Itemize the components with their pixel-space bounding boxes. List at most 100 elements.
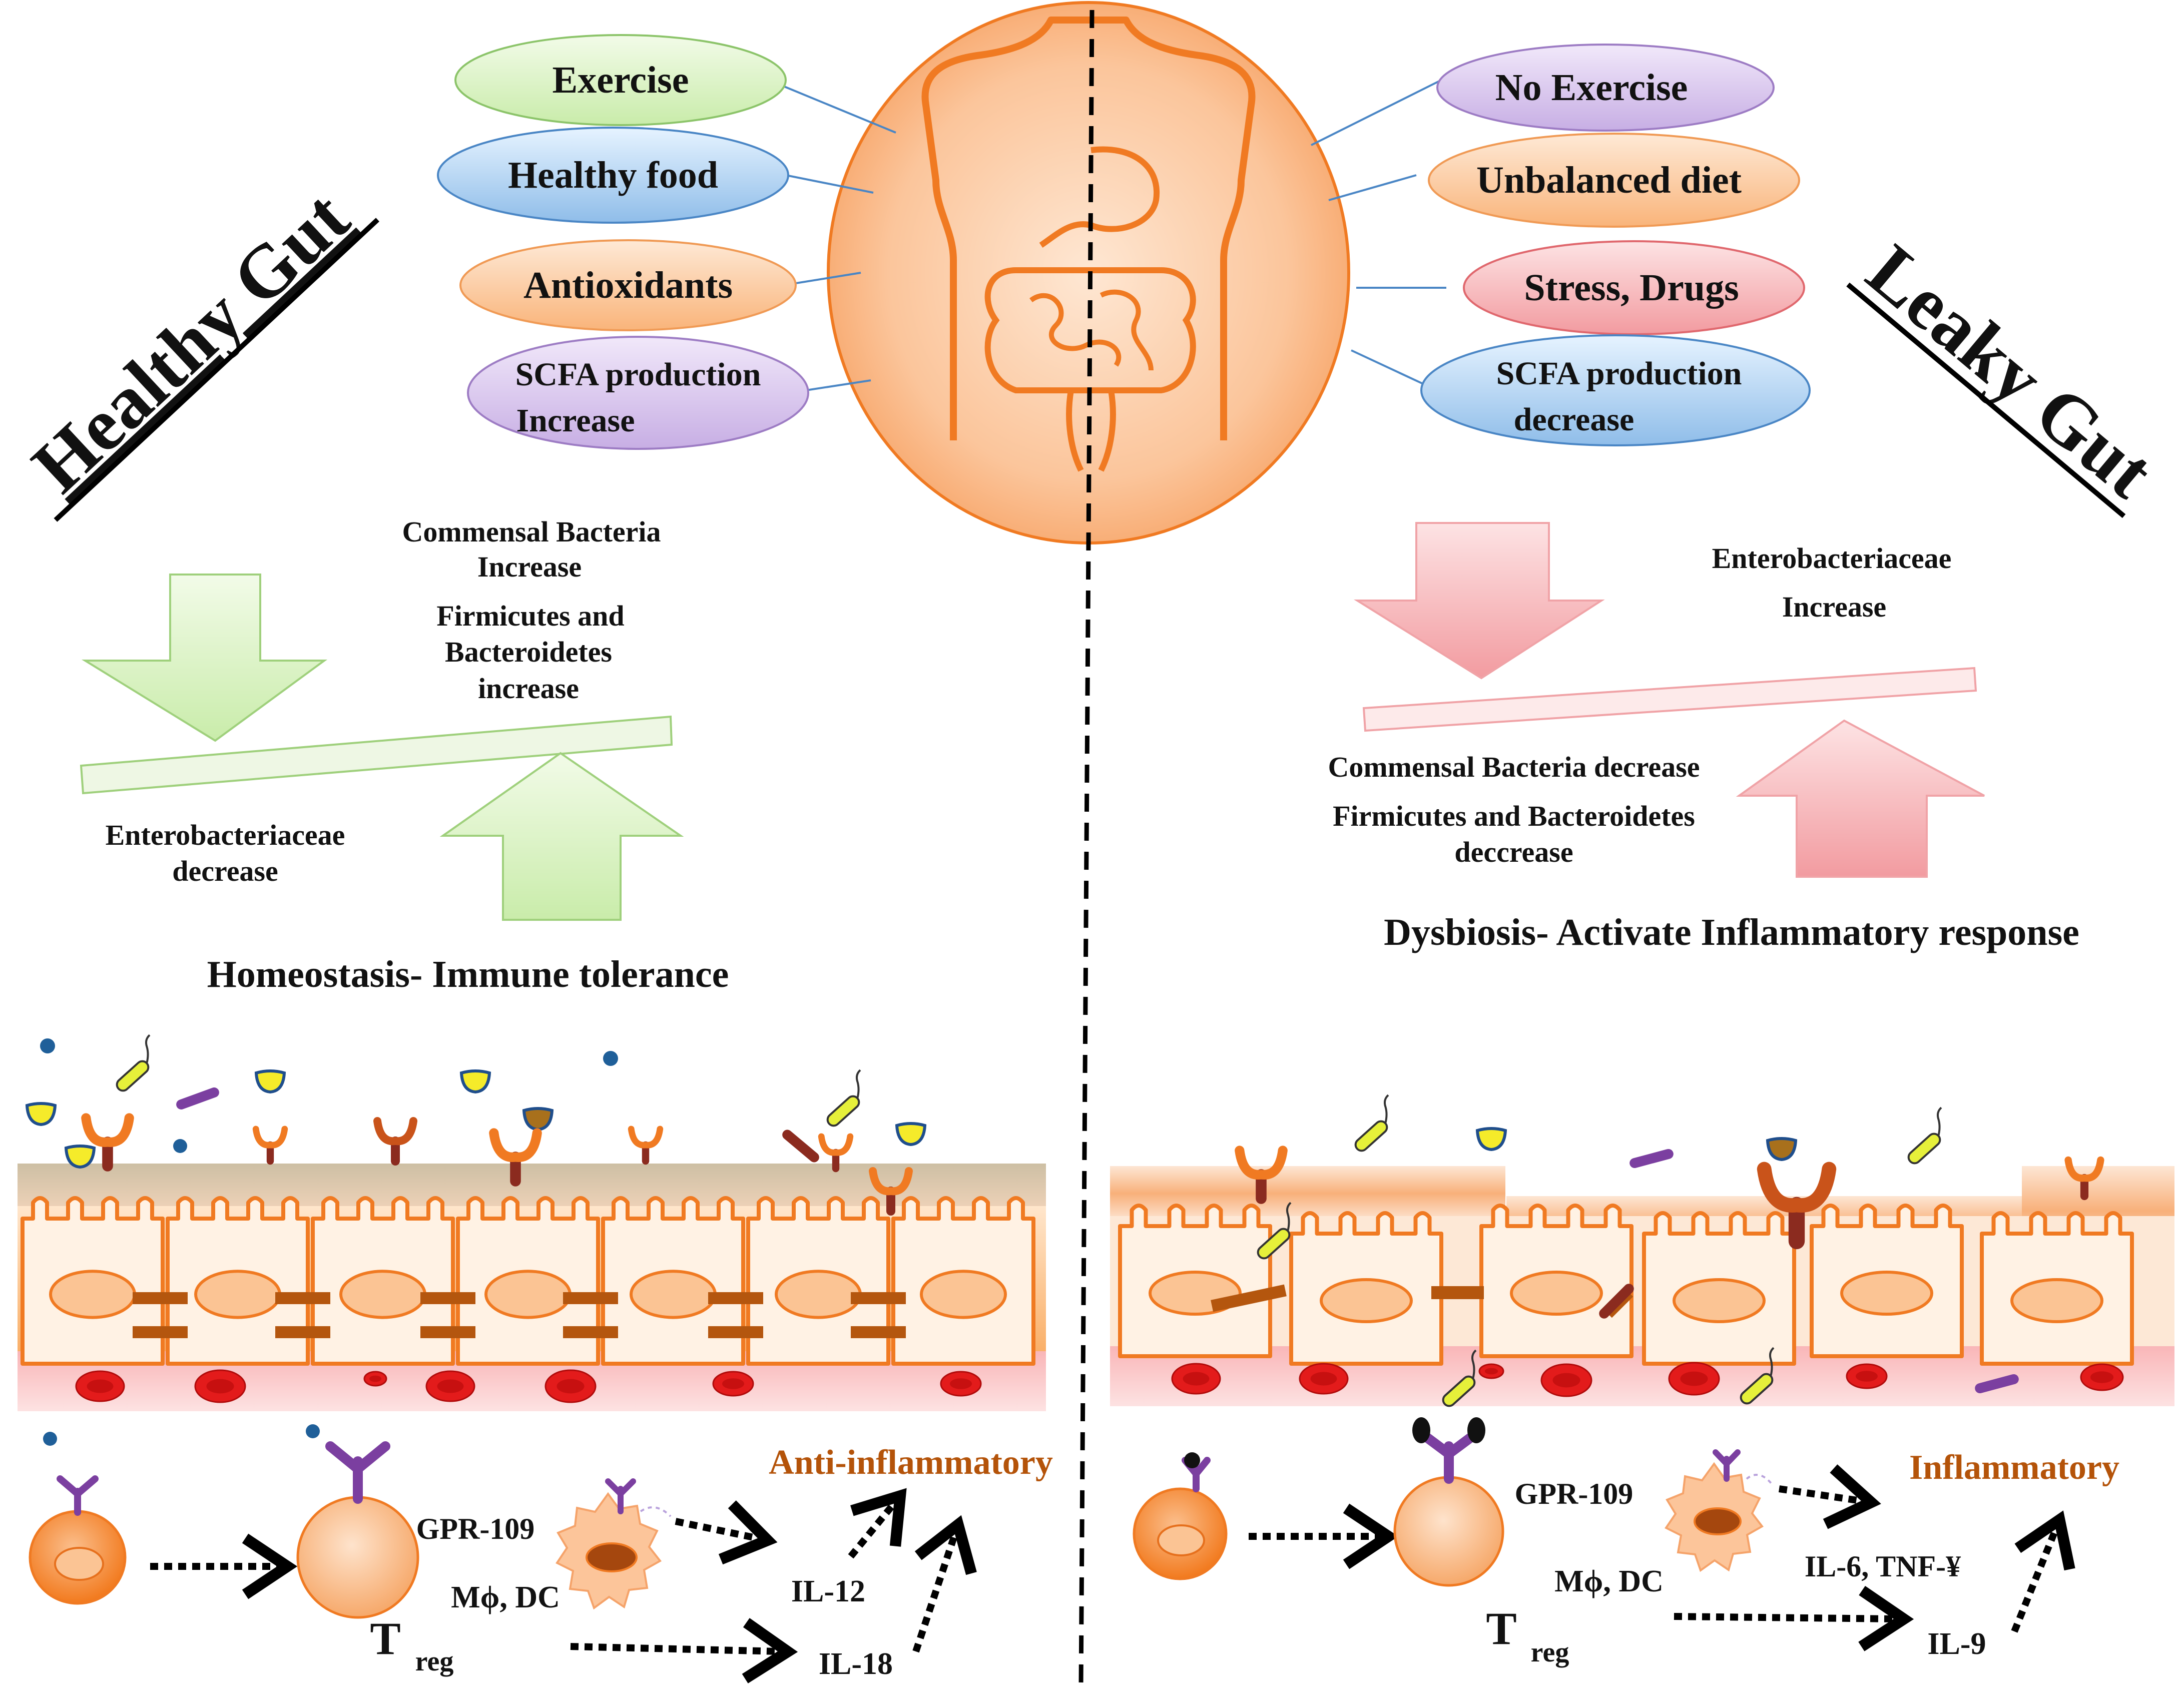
torso-outline xyxy=(921,17,1256,440)
leaky-arrow-il9-up xyxy=(2011,1510,2075,1633)
healthy-down-arrow xyxy=(81,574,328,742)
receptor-arms xyxy=(373,1117,417,1146)
red-blood-cell-center xyxy=(950,1378,972,1389)
unbalanced-diet-ellipse xyxy=(1428,133,1800,228)
rod-bacterium xyxy=(1629,1149,1674,1169)
healthy-red-blood-cells xyxy=(75,1369,982,1403)
leaky-balance-beam xyxy=(1362,667,1977,732)
healthy-treg-receptor xyxy=(325,1441,390,1504)
scfa-increase-label-1: SCFA production xyxy=(515,356,761,393)
leaky-intestinal-wall xyxy=(1110,1166,2174,1406)
center-divider xyxy=(1078,10,1095,1687)
bacterium-flagellum xyxy=(145,1034,151,1064)
rod-bacterium xyxy=(176,1087,219,1109)
leaky-epithelial-cell xyxy=(1479,1204,1633,1358)
broken-tight-junction xyxy=(1431,1286,1484,1299)
no-exercise-ellipse xyxy=(1436,44,1775,132)
tight-junction xyxy=(133,1326,188,1338)
healthy-treg-t: T xyxy=(370,1613,400,1664)
healthy-gut-title: Healthy Gut xyxy=(17,176,379,522)
bacterium-flagellum xyxy=(1937,1106,1942,1137)
scfa-increase-ellipse xyxy=(467,336,809,450)
tight-junction xyxy=(275,1326,330,1338)
leaky-up-arrow xyxy=(1736,719,1985,878)
tight-junction xyxy=(708,1326,763,1338)
healthy-orange-nucleus xyxy=(54,1547,104,1581)
bacterium-flagellum xyxy=(1471,1349,1477,1379)
leaky-outcome: Dysbiosis- Activate Inflammatory respons… xyxy=(1384,911,2079,953)
leaky-arrow-to-il9 xyxy=(1674,1585,1914,1651)
red-blood-cell-center xyxy=(1552,1373,1580,1388)
blue-dot xyxy=(40,1038,55,1053)
healthy-gut-underline xyxy=(54,218,379,522)
red-blood-cell-center xyxy=(557,1379,585,1394)
healthy-commensal-line1: Commensal Bacteria xyxy=(402,515,661,548)
broken-tight-junction xyxy=(1211,1284,1287,1312)
tight-junction xyxy=(133,1292,188,1304)
healthy-factors: Exercise Healthy food Antioxidants SCFA … xyxy=(437,34,809,450)
leaky-gut-underline xyxy=(1846,282,2126,518)
red-blood-cell-center xyxy=(1680,1371,1708,1386)
leaky-microbes-and-receptors xyxy=(1235,1094,2104,1407)
healthy-treg-cell xyxy=(296,1496,419,1619)
red-blood-cell-center xyxy=(206,1379,234,1394)
healthy-epithelial-cells xyxy=(21,1196,1035,1366)
coccus-bacterium xyxy=(895,1122,927,1147)
tight-junction xyxy=(420,1292,475,1304)
leaky-epithelial-cell xyxy=(1289,1211,1443,1366)
red-blood-cell-center xyxy=(437,1379,464,1393)
receptor-arms xyxy=(2064,1156,2104,1182)
leaky-epithelial-cells xyxy=(1118,1204,2134,1366)
stress-drugs-label: Stress, Drugs xyxy=(1524,267,1739,309)
leaky-epithelial-cell xyxy=(1118,1204,1272,1358)
rod-bacterium xyxy=(782,1129,819,1163)
rod-bacterium xyxy=(1599,1284,1634,1319)
red-blood-cell-center xyxy=(1310,1372,1337,1386)
rod-bacterium xyxy=(1975,1374,2019,1394)
cell-nucleus xyxy=(630,1270,717,1319)
leaky-entero-line1: Enterobacteriaceae xyxy=(1712,542,1952,575)
leaky-black-blob-1 xyxy=(1184,1452,1200,1468)
red-blood-cell-center xyxy=(1856,1371,1878,1382)
leaky-il6-label: IL-6, TNF-¥ xyxy=(1805,1550,1961,1583)
blue-dot xyxy=(603,1051,618,1066)
leaky-epithelial-cell xyxy=(1980,1211,2134,1366)
stomach-outline xyxy=(1039,146,1160,248)
coccus-bacterium xyxy=(64,1145,96,1169)
scfa-decrease-ellipse xyxy=(1420,334,1811,446)
healthy-outcome: Homeostasis- Immune tolerance xyxy=(207,953,729,995)
leaky-gpr109-label: GPR-109 xyxy=(1515,1477,1633,1510)
healthy-epithelial-cell xyxy=(746,1196,890,1366)
coccus-bacterium xyxy=(522,1107,554,1132)
healthy-gpr109-label: GPR-109 xyxy=(416,1512,535,1545)
tight-junction xyxy=(563,1326,618,1338)
small-intestine-coils xyxy=(1029,289,1154,371)
cell-nucleus xyxy=(194,1270,281,1319)
scfa-increase-label-2: Increase xyxy=(516,402,635,439)
exercise-ellipse xyxy=(454,34,787,126)
healthy-response-label: Anti-inflammatory xyxy=(769,1443,1053,1482)
healthy-treg-sub: reg xyxy=(415,1646,454,1677)
leaky-red-blood-cells xyxy=(1171,1362,2124,1397)
unbalanced-diet-label: Unbalanced diet xyxy=(1476,159,1742,201)
healthy-mphi-label: Mϕ, DC xyxy=(451,1580,560,1614)
leaky-commensal: Commensal Bacteria decrease xyxy=(1328,751,1700,783)
healthy-epithelial-cell xyxy=(166,1196,310,1366)
leaky-balance: Enterobacteriaceae Increase Commensal Ba… xyxy=(1328,522,2079,953)
cell-nucleus xyxy=(1510,1271,1603,1316)
healthy-firmicutes-line2: Bacteroidetes xyxy=(445,636,612,668)
healthy-up-arrow xyxy=(439,752,684,921)
leaky-il9-label: IL-9 xyxy=(1927,1627,1986,1661)
exercise-label: Exercise xyxy=(553,59,689,101)
healthy-immune-pathway: GPR-109 Mϕ, DC T reg IL-12 IL-18 Anti-in… xyxy=(29,1424,1053,1683)
leaky-macrophage xyxy=(1665,1449,1773,1572)
leaky-response-label: Inflammatory xyxy=(1909,1448,2119,1487)
red-blood-cell-center xyxy=(87,1379,114,1393)
leaky-treg-cell xyxy=(1393,1476,1504,1587)
bacterium-flagellum xyxy=(1286,1202,1292,1232)
cell-nucleus xyxy=(49,1270,136,1319)
leaky-orange-nucleus xyxy=(1157,1524,1205,1556)
bacterium-flagellum xyxy=(1384,1094,1389,1124)
